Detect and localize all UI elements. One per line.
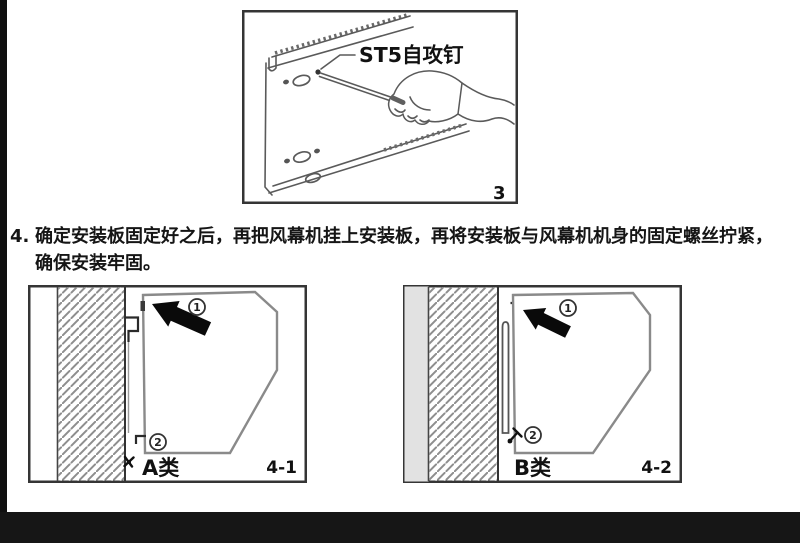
- svg-text:2: 2: [529, 429, 537, 442]
- figure-3-panel: ST5自攻钉 3: [242, 10, 518, 204]
- step-number: 4.: [10, 226, 30, 247]
- keyhole-slot-lower: [292, 150, 312, 164]
- screw-icon: [123, 455, 135, 468]
- screw-icon: [507, 427, 523, 444]
- wall-hatch: [58, 287, 125, 481]
- callout-1: 1: [559, 299, 577, 317]
- gray-strip: [404, 286, 429, 482]
- hand-with-screwdriver: [318, 70, 515, 125]
- fist: [387, 70, 463, 125]
- bracket-plate-b: [501, 321, 510, 434]
- callout-2: 2: [149, 433, 167, 451]
- instruction-line-2: 确保安装牢固。: [35, 253, 161, 274]
- screw-type-label: ST5自攻钉: [359, 43, 464, 67]
- wall-hatch: [429, 287, 498, 481]
- mount-direction-arrow-icon: [523, 308, 571, 338]
- instruction-line-1: 确定安装板固定好之后，再把风幕机挂上安装板，再将安装板与风幕机机身的固定螺丝拧紧…: [35, 226, 773, 247]
- flange-hole: [304, 172, 322, 184]
- figure-4-2-panel: 1 2 B类 4-2: [403, 285, 682, 483]
- keyhole-slot-upper: [292, 74, 311, 87]
- figure-4-2-illustration: 1 2 B类 4-2: [403, 285, 682, 483]
- top-rail: [267, 13, 414, 72]
- svg-text:1: 1: [564, 302, 572, 315]
- type-b-label: B类: [514, 456, 552, 480]
- figure-4-1-number: 4-1: [266, 458, 297, 478]
- figure-4-2-number: 4-2: [641, 458, 672, 478]
- bottom-bar: [0, 512, 800, 543]
- bottom-hook: [134, 434, 146, 444]
- arm-bottom-line: [457, 113, 515, 125]
- svg-text:1: 1: [193, 301, 201, 314]
- figure-3-number: 3: [493, 183, 506, 204]
- air-curtain-body: [141, 290, 279, 455]
- leader-line: [320, 54, 356, 70]
- callout-1: 1: [188, 298, 206, 316]
- hanging-tab: [140, 301, 145, 311]
- mounting-plate: [264, 62, 470, 196]
- type-a-label: A类: [142, 456, 180, 480]
- svg-text:2: 2: [154, 436, 162, 449]
- figure-3-illustration: ST5自攻钉 3: [242, 10, 518, 204]
- air-curtain-body: [511, 291, 652, 455]
- mount-direction-arrow-icon: [152, 301, 212, 336]
- arm-top-line: [461, 82, 515, 106]
- figure-3-border: [242, 10, 518, 204]
- left-edge-strip: [0, 0, 7, 543]
- figure-4-1-panel: 1 2 A类 4-1: [28, 285, 307, 483]
- callout-2: 2: [524, 426, 542, 444]
- figure-4-1-illustration: 1 2 A类 4-1: [28, 285, 307, 483]
- screw-point: [315, 69, 321, 75]
- step-4-instruction: 4. 确定安装板固定好之后，再把风幕机挂上安装板，再将安装板与风幕机机身的固定螺…: [10, 223, 796, 277]
- screwdriver-handle: [390, 95, 406, 105]
- bracket-hook-a: [125, 316, 140, 342]
